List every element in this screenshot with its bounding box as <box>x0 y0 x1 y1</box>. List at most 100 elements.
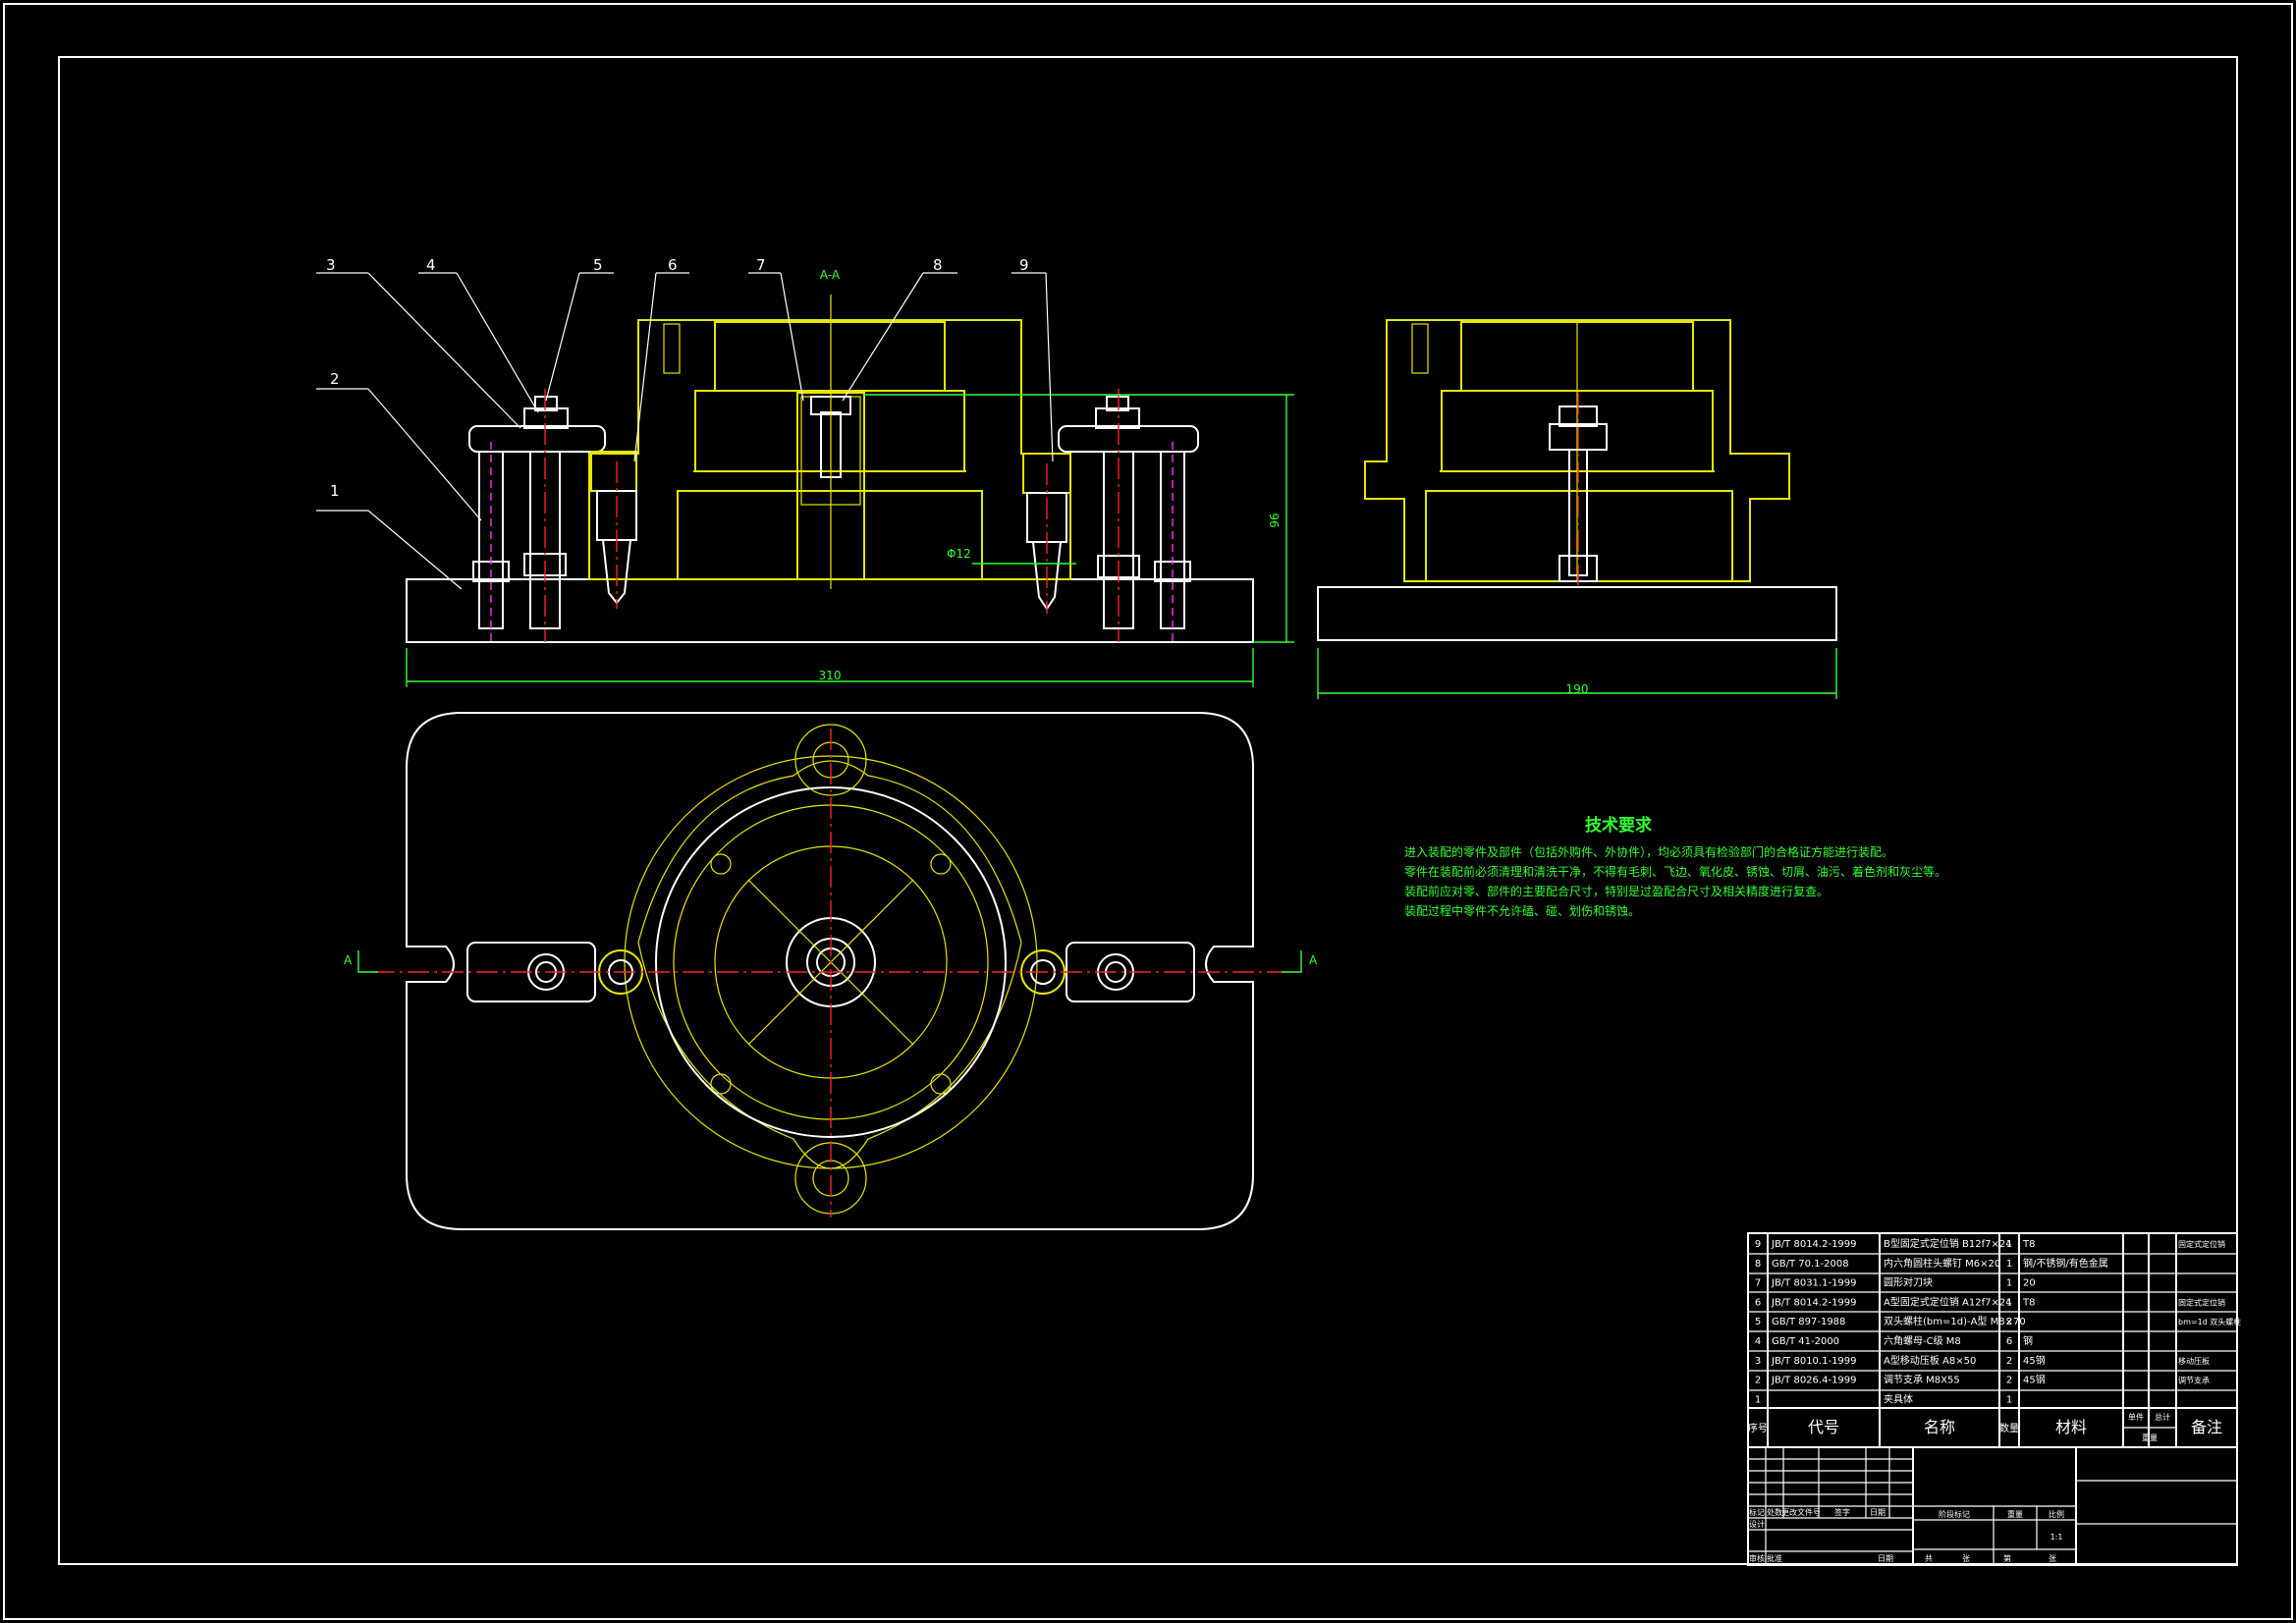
callout-leaders <box>316 272 1054 590</box>
bom-cell-material: T8 <box>2022 1297 2035 1308</box>
sheet-frame <box>3 3 2293 1620</box>
bom-cell-remark: 固定式定位销 <box>2178 1239 2225 1249</box>
bom-cell-code: JB/T 8014.2-1999 <box>1771 1239 1857 1250</box>
bom-header-name: 名称 <box>1924 1418 1955 1436</box>
tech-req-line: 装配过程中零件不允许磕、碰、划伤和锈蚀。 <box>1404 903 1640 918</box>
bom-cell-qty: 6 <box>2006 1336 2012 1347</box>
bom-cell-name: 双头螺柱(bm=1d)-A型 M8×70 <box>1884 1315 2026 1327</box>
bom-cell-name: 调节支承 M8X55 <box>1884 1375 1960 1386</box>
bom-cell-qty: 1 <box>2006 1297 2012 1308</box>
rev-header-mark: 标记 <box>1749 1507 1765 1517</box>
top-view: A A <box>344 712 1318 1230</box>
title-approve: 批准 <box>1767 1553 1782 1563</box>
weight-header: 重量 <box>2007 1509 2023 1519</box>
stage-header: 阶段标记 <box>1939 1509 1970 1519</box>
rev-header-date: 日期 <box>1870 1508 1886 1517</box>
callout-9: 9 <box>1019 256 1029 274</box>
callout-6: 6 <box>668 256 678 274</box>
bom-cell-no: 7 <box>1755 1278 1761 1289</box>
tech-req-title: 技术要求 <box>1585 815 1652 836</box>
bom-cell-code: JB/T 8031.1-1999 <box>1771 1278 1857 1289</box>
sheet-no-label: 第 <box>2003 1553 2011 1563</box>
callout-7: 7 <box>756 256 766 274</box>
bom-header-material: 材料 <box>2055 1418 2087 1436</box>
bom-header-remark: 备注 <box>2191 1418 2222 1436</box>
sheet-label: 张 <box>1962 1554 1970 1563</box>
title-check: 审核 <box>1749 1553 1765 1563</box>
bom-cell-name: 夹具体 <box>1884 1392 1913 1405</box>
callout-2: 2 <box>330 370 340 388</box>
rev-header-sign: 签字 <box>1834 1507 1850 1517</box>
section-arrow-right: A <box>1309 953 1318 967</box>
bom-header-weight: 重量 <box>2142 1433 2158 1442</box>
bom-cell-qty: 1 <box>2006 1259 2012 1270</box>
bom-cell-material: 45钢 <box>2023 1354 2046 1367</box>
callout-8: 8 <box>933 256 943 274</box>
bom-header-unit: 单件 <box>2128 1412 2144 1422</box>
technical-requirements: 技术要求 进入装配的零件及部件（包括外购件、外协件），均必须具有检验部门的合格证… <box>1404 815 1946 918</box>
bom-cell-material: 45钢 <box>2023 1374 2046 1386</box>
bom-row-lines <box>1748 1253 2237 1429</box>
bom-cell-remark: 调节支承 <box>2178 1376 2210 1385</box>
bom-cell-qty: 2 <box>2006 1356 2012 1367</box>
bom-cell-no: 5 <box>1755 1317 1761 1327</box>
bom-cell-no: 6 <box>1755 1297 1761 1308</box>
side-view: 190 <box>1317 319 1837 699</box>
callout-1: 1 <box>330 482 340 500</box>
bom-cell-name: 六角螺母-C级 M8 <box>1884 1335 1961 1347</box>
scale-value: 1:1 <box>2050 1533 2063 1542</box>
bom-cell-qty: 2 <box>2006 1376 2012 1386</box>
dim-diameter: Φ12 <box>947 547 971 561</box>
bom-cell-no: 8 <box>1755 1259 1761 1270</box>
bom-header-qty: 数量 <box>1999 1422 2019 1434</box>
bom-cell-qty: 1 <box>2006 1394 2012 1405</box>
bom-cell-qty: 1 <box>2006 1239 2012 1250</box>
bom-cell-code: JB/T 8026.4-1999 <box>1771 1376 1857 1386</box>
bom-cell-code: GB/T 70.1-2008 <box>1772 1259 1849 1270</box>
section-label: A-A <box>820 268 841 282</box>
bom-header-no: 序号 <box>1748 1422 1768 1434</box>
tech-req-line: 进入装配的零件及部件（包括外购件、外协件），均必须具有检验部门的合格证方能进行装… <box>1404 844 1893 859</box>
dim-height: 96 <box>1268 513 1282 527</box>
sheet-unit-label: 张 <box>2049 1554 2056 1563</box>
sheet-total-label: 共 <box>1925 1554 1933 1563</box>
dim-width-side: 190 <box>1566 682 1589 696</box>
bom-cell-material: T8 <box>2022 1239 2035 1250</box>
bom-cell-no: 3 <box>1755 1356 1761 1367</box>
bom-cell-qty: 2 <box>2006 1317 2012 1327</box>
bom-cell-material: 钢/不锈钢/有色金属 <box>2023 1257 2108 1270</box>
bom-header-code: 代号 <box>1808 1418 1839 1436</box>
rev-header-doc: 更改文件号 <box>1781 1507 1821 1517</box>
dim-width-front: 310 <box>819 669 842 682</box>
callout-4: 4 <box>426 256 436 274</box>
bom-cell-code: GB/T 41-2000 <box>1772 1336 1839 1347</box>
bom-cell-remark: 移动压板 <box>2178 1356 2210 1366</box>
bom-cell-material: 钢 <box>2023 1334 2033 1347</box>
bom-cell-name: 内六角圆柱头螺钉 M6×20 <box>1884 1257 2000 1270</box>
bom-cell-name: 圆形对刀块 <box>1884 1276 1933 1289</box>
callout-3: 3 <box>326 256 336 274</box>
callout-5: 5 <box>593 256 603 274</box>
section-arrow-left: A <box>344 953 353 967</box>
bom-cell-no: 4 <box>1755 1336 1761 1347</box>
title-block: 标记 处数 更改文件号 签字 日期 设计 审核 批准 日期 阶段标记 重量 比例… <box>1747 1446 2238 1566</box>
bom-cell-name: A型固定式定位销 A12f7×24 <box>1884 1295 2012 1308</box>
tech-req-line: 装配前应对零、部件的主要配合尺寸，特别是过盈配合尺寸及相关精度进行复查。 <box>1404 884 1829 898</box>
title-design: 设计 <box>1749 1519 1765 1529</box>
revision-grid <box>1748 1447 2237 1565</box>
bom-header-total: 总计 <box>2155 1412 2170 1422</box>
bom-cell-code: JB/T 8014.2-1999 <box>1771 1297 1857 1308</box>
bom-cell-remark: 固定式定位销 <box>2178 1297 2225 1307</box>
bom-cell-name: B型固定式定位销 B12f7×24 <box>1884 1237 2012 1250</box>
bom-cell-code: GB/T 897-1988 <box>1772 1317 1845 1327</box>
front-section-view: 310 96 Φ12 A-A 1 2 3 4 5 6 7 8 9 <box>316 256 1294 687</box>
bom-cell-material: 20 <box>2023 1278 2036 1289</box>
bom-cell-qty: 1 <box>2006 1278 2012 1289</box>
bom-cell-name: A型移动压板 A8×50 <box>1884 1354 1976 1367</box>
bom-cell-remark: bm=1d 双头螺柱 <box>2178 1317 2241 1326</box>
bom-cell-no: 1 <box>1755 1394 1761 1405</box>
bom-cell-no: 2 <box>1755 1376 1761 1386</box>
scale-header: 比例 <box>2049 1509 2064 1519</box>
